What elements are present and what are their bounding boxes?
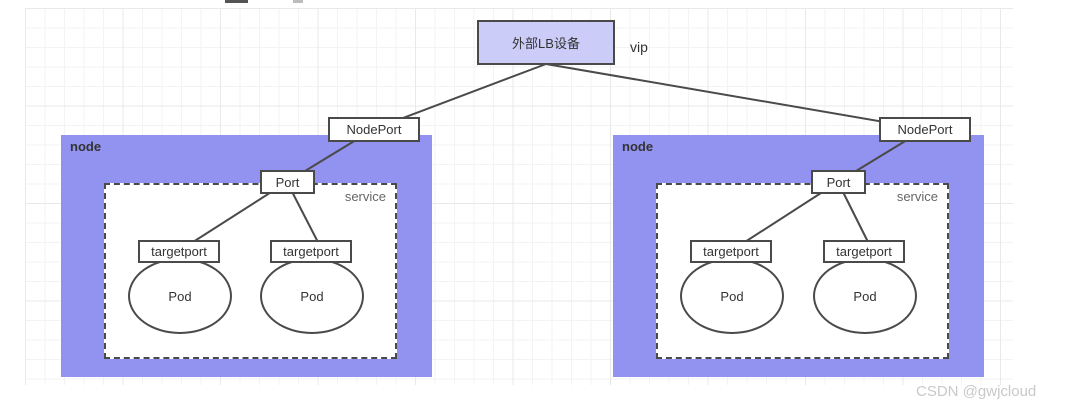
node-right-label: node: [622, 139, 654, 154]
targetport-box: targetport: [270, 240, 352, 263]
port-box-right: Port: [811, 170, 866, 194]
pod-ellipse: Pod: [680, 258, 784, 334]
service-right-label: service: [896, 189, 938, 204]
watermark: CSDN @gwjcloud: [916, 383, 1037, 400]
external-lb-box: 外部LB设备: [477, 20, 615, 65]
pod-ellipse: Pod: [128, 258, 232, 334]
pod-label: Pod: [853, 288, 877, 304]
pod-ellipse: Pod: [813, 258, 917, 334]
targetport-box: targetport: [138, 240, 220, 263]
targetport-box: targetport: [690, 240, 772, 263]
pod-label: Pod: [720, 288, 744, 304]
pod-ellipse: Pod: [260, 258, 364, 334]
nodeport-box-left: NodePort: [328, 117, 420, 142]
node-left-label: node: [70, 139, 102, 154]
port-box-left: Port: [260, 170, 315, 194]
service-left-label: service: [344, 189, 386, 204]
pod-label: Pod: [300, 288, 324, 304]
targetport-box: targetport: [823, 240, 905, 263]
vip-label: vip: [630, 39, 648, 55]
pod-label: Pod: [168, 288, 192, 304]
cropped-artifact: [293, 0, 303, 3]
nodeport-box-right: NodePort: [879, 117, 971, 142]
cropped-artifact: [225, 0, 248, 3]
